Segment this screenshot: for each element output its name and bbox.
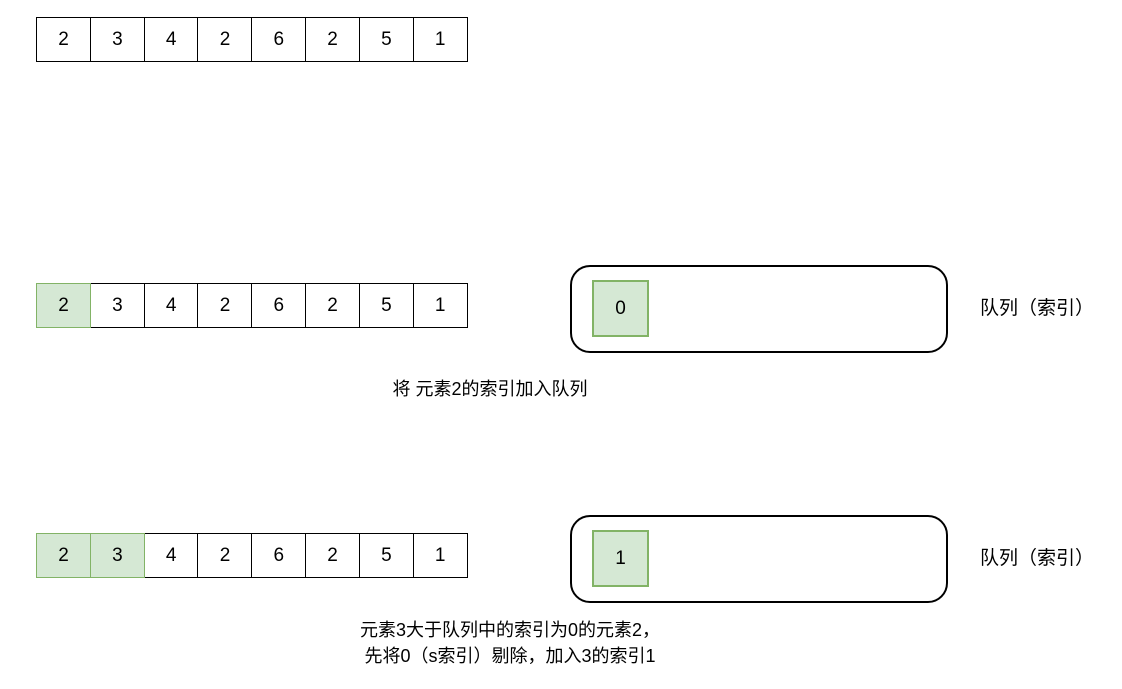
array-cell-highlighted: 3 (89, 533, 146, 578)
array-cell: 2 (197, 17, 253, 62)
caption-step-2: 元素3大于队列中的索引为0的元素2， 先将0（s索引）剔除，加入3的索引1 (359, 620, 661, 667)
array-cell: 2 (304, 17, 361, 62)
array-cell: 2 (197, 533, 253, 578)
queue-label-step-1: 队列（索引） (980, 298, 1095, 319)
caption-step-1: 将 元素2的索引加入队列 (392, 379, 588, 399)
queue-item: 1 (592, 530, 649, 587)
array-cell-highlighted: 2 (36, 283, 92, 328)
array-cell: 3 (89, 283, 146, 328)
array-cell: 1 (412, 17, 468, 62)
array-cell: 4 (143, 533, 199, 578)
array-cell: 4 (143, 283, 199, 328)
array-cell: 2 (197, 283, 253, 328)
array-step-2: 2 3 4 2 6 2 5 1 (36, 533, 468, 578)
queue-box-step-2: 1 (570, 515, 948, 603)
array-cell: 2 (304, 533, 361, 578)
array-cell: 1 (412, 283, 468, 328)
array-cell: 5 (358, 533, 415, 578)
array-cell: 6 (251, 533, 307, 578)
array-cell: 5 (358, 283, 415, 328)
queue-box-step-1: 0 (570, 265, 948, 353)
array-cell-highlighted: 2 (36, 533, 92, 578)
array-cell: 4 (143, 17, 199, 62)
array-cell: 2 (304, 283, 361, 328)
queue-item: 0 (592, 280, 649, 337)
array-initial: 2 3 4 2 6 2 5 1 (36, 17, 468, 62)
array-cell: 3 (89, 17, 146, 62)
array-cell: 2 (36, 17, 92, 62)
array-cell: 6 (251, 17, 307, 62)
queue-label-step-2: 队列（索引） (980, 548, 1095, 569)
array-cell: 6 (251, 283, 307, 328)
array-cell: 1 (412, 533, 468, 578)
array-step-1: 2 3 4 2 6 2 5 1 (36, 283, 468, 328)
array-cell: 5 (358, 17, 415, 62)
